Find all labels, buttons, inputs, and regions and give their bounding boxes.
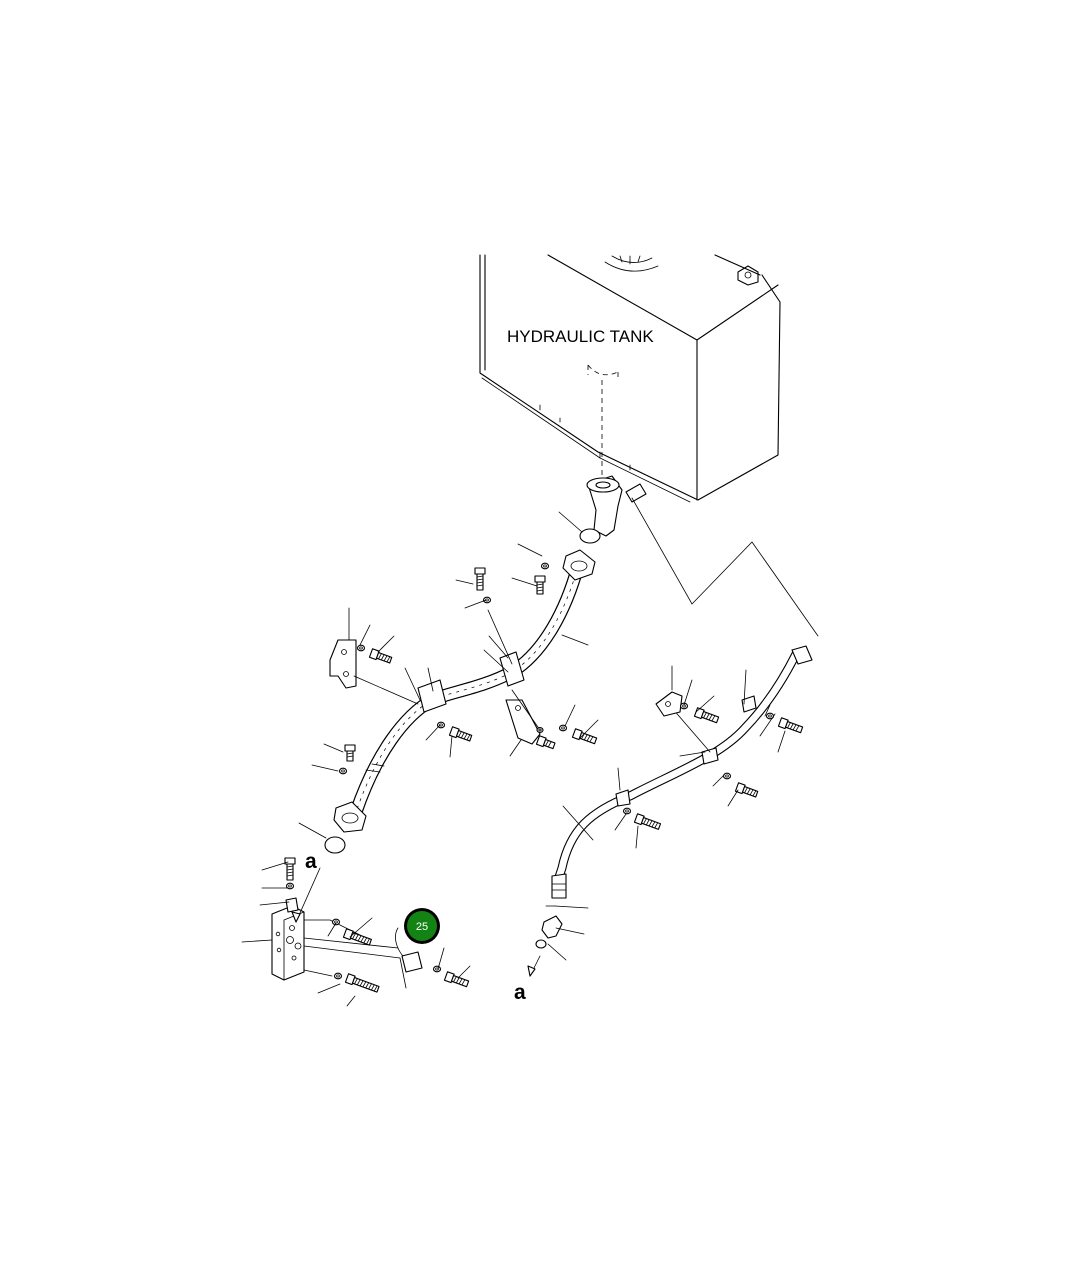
- lower-elbow-fitting: [541, 915, 563, 939]
- leader-line: [457, 965, 471, 979]
- bolt-icon: [344, 973, 380, 993]
- leader-line: [579, 719, 599, 739]
- callout-number: 25: [416, 921, 428, 933]
- bolt-icon: [693, 707, 720, 724]
- washer-icon: [285, 882, 295, 890]
- washer-icon: [540, 562, 550, 570]
- leader-line: [261, 861, 289, 871]
- leader-line: [554, 905, 589, 909]
- bracket-left: [329, 639, 419, 705]
- bracket-mid: [487, 609, 541, 745]
- bolt-icon: [535, 735, 556, 750]
- washer-icon: [536, 727, 544, 733]
- bolt-icon: [284, 857, 296, 881]
- ref-arrow-a-top: [295, 867, 321, 923]
- ref-letter-a-bottom: a: [514, 981, 526, 1004]
- leader-line: [455, 579, 474, 585]
- leader-line: [517, 543, 543, 557]
- leader-line: [679, 751, 706, 757]
- leader-line: [449, 735, 453, 758]
- o-ring-upper: [579, 528, 601, 544]
- leader-line: [511, 577, 538, 587]
- washer-icon: [432, 965, 442, 973]
- leader-line: [399, 957, 407, 989]
- suction-hose-left: [333, 549, 596, 833]
- washer-icon: [356, 644, 366, 652]
- ref-letter-a-top: a: [305, 850, 317, 873]
- leader-line: [259, 901, 290, 906]
- tank-outlet-elbow: [586, 475, 819, 637]
- washer-icon: [622, 807, 632, 815]
- washer-icon: [436, 721, 446, 729]
- leader-line: [509, 739, 522, 757]
- washer-icon: [679, 702, 689, 710]
- hydraulic-tank: HYDRAULIC TANK: [479, 254, 781, 503]
- fasteners: [284, 562, 804, 993]
- return-hose-right: [551, 645, 813, 899]
- leader-line: [427, 667, 434, 692]
- leader-line: [743, 669, 747, 705]
- leader-line: [561, 634, 589, 646]
- leader-line: [327, 922, 337, 937]
- leader-line: [547, 943, 567, 961]
- washer-icon: [558, 724, 568, 732]
- bolt-icon: [368, 648, 393, 664]
- leader-line: [377, 635, 395, 653]
- leader-line: [323, 743, 344, 753]
- leader-line: [727, 789, 739, 807]
- bolt-icon: [443, 971, 470, 988]
- leader-line: [317, 983, 341, 994]
- leader-line: [695, 695, 715, 713]
- leader-line: [712, 774, 725, 787]
- leader-line: [241, 939, 273, 943]
- bolt-icon: [777, 717, 804, 734]
- leader-line: [349, 917, 373, 938]
- bolt-icon: [734, 782, 759, 798]
- bolt-icon: [474, 567, 486, 591]
- bolt-icon: [448, 726, 473, 742]
- washer-icon: [338, 767, 348, 775]
- bolt-icon: [344, 744, 356, 762]
- leader-line: [425, 724, 441, 741]
- leader-line: [555, 927, 585, 935]
- valve-block: [271, 897, 401, 981]
- leader-line: [464, 599, 487, 609]
- leader-lines: [241, 543, 786, 1007]
- bracket-right: [655, 691, 683, 717]
- callout-25[interactable]: 25: [404, 908, 440, 944]
- tank-label: HYDRAULIC TANK: [507, 327, 654, 346]
- o-ring-lower: [324, 836, 346, 854]
- leader-line: [311, 764, 339, 772]
- leader-line: [564, 704, 576, 727]
- bolt-icon: [534, 575, 546, 595]
- washer-icon: [722, 772, 732, 780]
- leader-line: [359, 624, 371, 646]
- leader-line: [614, 813, 627, 831]
- leader-line: [404, 667, 421, 701]
- bolt-icon: [633, 813, 662, 830]
- leader-line: [562, 805, 594, 841]
- leader-line: [437, 947, 445, 970]
- washer-icon: [331, 918, 341, 926]
- washer-icon: [333, 972, 343, 980]
- washer-icon: [482, 596, 492, 604]
- bolt-icon: [571, 728, 598, 745]
- leader-line: [683, 679, 693, 706]
- leader-line: [346, 995, 356, 1007]
- leader-line: [764, 704, 771, 717]
- leader-line: [617, 767, 621, 791]
- leader-line: [759, 713, 776, 737]
- leader-line: [777, 730, 786, 753]
- leader-line: [488, 635, 509, 659]
- leader-line: [635, 825, 639, 849]
- leader-line: [483, 649, 509, 673]
